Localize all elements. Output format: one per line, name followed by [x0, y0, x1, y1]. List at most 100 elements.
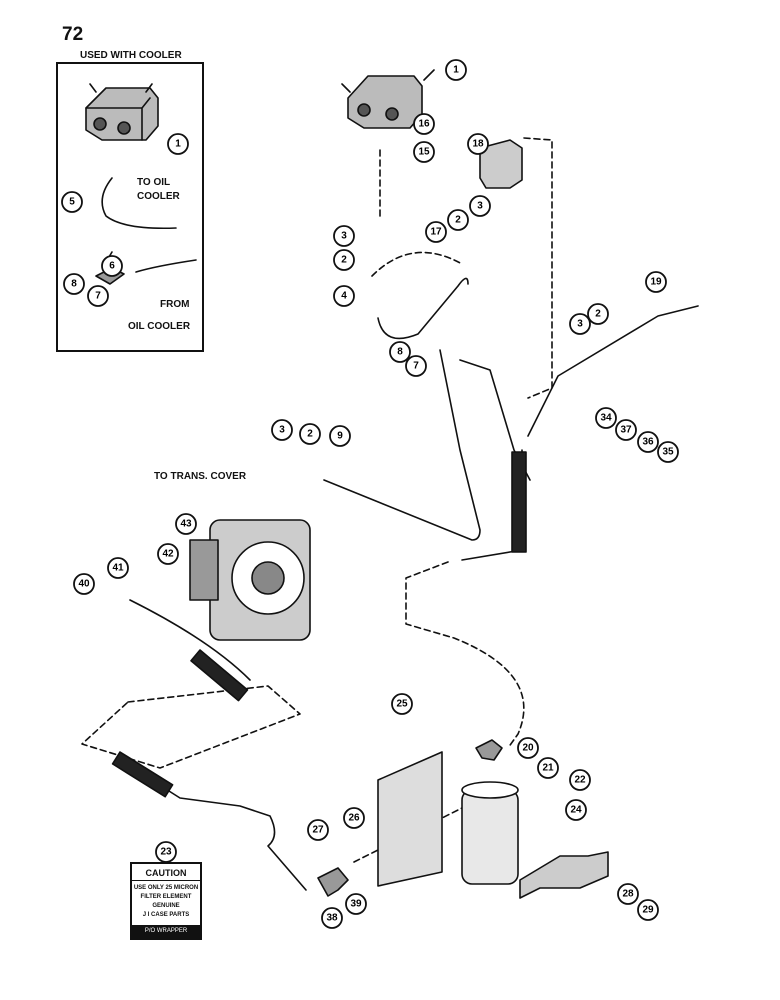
- caution-title: CAUTION: [132, 868, 200, 881]
- bracket-25-drawing: [377, 751, 443, 887]
- svg-text:38: 38: [326, 913, 338, 924]
- pump-43-drawing: [189, 519, 311, 641]
- callout-38: 38: [321, 907, 343, 929]
- svg-text:17: 17: [430, 227, 442, 238]
- callout-29: 29: [637, 899, 659, 921]
- callout-16: 16: [413, 113, 435, 135]
- svg-text:42: 42: [162, 549, 174, 560]
- svg-text:27: 27: [312, 825, 324, 836]
- inset-box: [56, 62, 204, 352]
- callout-6: 6: [101, 255, 123, 277]
- svg-text:2: 2: [307, 429, 313, 440]
- svg-text:21: 21: [542, 763, 554, 774]
- caution-line: J I CASE PARTS: [142, 912, 190, 918]
- callout-24: 24: [565, 799, 587, 821]
- svg-text:8: 8: [397, 347, 403, 358]
- callout-7-inset: 7: [87, 285, 109, 307]
- svg-text:3: 3: [477, 201, 483, 212]
- callout-26: 26: [343, 807, 365, 829]
- callout-9: 9: [329, 425, 351, 447]
- svg-text:28: 28: [622, 889, 634, 900]
- caution-line: GENUINE: [152, 903, 180, 909]
- inset-valve-drawing: [85, 83, 159, 141]
- callout-22: 22: [569, 769, 591, 791]
- callout-35: 35: [657, 441, 679, 463]
- callout-17: 17: [425, 221, 447, 243]
- svg-text:8: 8: [71, 279, 77, 290]
- callout-15: 15: [413, 141, 435, 163]
- svg-text:29: 29: [642, 905, 654, 916]
- filter-22-drawing: [461, 781, 519, 885]
- callout-42: 42: [157, 543, 179, 565]
- elbow-38-drawing: [317, 867, 349, 897]
- to-trans-cover-label: TO TRANS. COVER: [154, 471, 247, 482]
- callout-2c: 2: [587, 303, 609, 325]
- caution-footer: P/O WRAPPER: [132, 925, 200, 938]
- oil-cooler-label: OIL COOLER: [128, 321, 191, 332]
- inset-line-6: [135, 259, 197, 273]
- svg-text:40: 40: [78, 579, 90, 590]
- to-oil-cooler-label: TO OIL COOLER: [137, 177, 180, 202]
- svg-text:3: 3: [341, 231, 347, 242]
- tee-18-drawing: [479, 139, 523, 189]
- main-valve-drawing: [341, 69, 435, 129]
- callout-43: 43: [175, 513, 197, 535]
- svg-text:39: 39: [350, 899, 362, 910]
- svg-text:35: 35: [662, 447, 674, 458]
- callout-8-inset: 8: [63, 273, 85, 295]
- elbow-20-drawing: [475, 739, 503, 761]
- svg-text:2: 2: [341, 255, 347, 266]
- callout-41: 41: [107, 557, 129, 579]
- callout-37: 37: [615, 419, 637, 441]
- callout-8: 8: [389, 341, 411, 363]
- callout-1: 1: [445, 59, 467, 81]
- callout-3c: 3: [569, 313, 591, 335]
- inset-title: USED WITH COOLER: [80, 50, 182, 61]
- svg-text:41: 41: [112, 563, 124, 574]
- svg-text:2: 2: [455, 215, 461, 226]
- svg-text:1: 1: [453, 65, 459, 76]
- callout-34: 34: [595, 407, 617, 429]
- svg-text:16: 16: [418, 119, 430, 130]
- inset-line-5: [101, 177, 177, 230]
- callout-18: 18: [467, 133, 489, 155]
- callout-7: 7: [405, 355, 427, 377]
- caution-line: USE ONLY 25 MICRON: [133, 885, 199, 891]
- svg-text:18: 18: [472, 139, 484, 150]
- callout-1-inset: 1: [167, 133, 189, 155]
- svg-text:6: 6: [109, 261, 115, 272]
- callout-5: 5: [61, 191, 83, 213]
- callout-23: 23: [155, 841, 177, 863]
- svg-text:3: 3: [577, 319, 583, 330]
- svg-text:22: 22: [574, 775, 586, 786]
- callout-19: 19: [645, 271, 667, 293]
- callout-40: 40: [73, 573, 95, 595]
- callout-3a: 3: [469, 195, 491, 217]
- callout-2d: 2: [299, 423, 321, 445]
- callout-39: 39: [345, 893, 367, 915]
- svg-text:7: 7: [95, 291, 101, 302]
- svg-text:19: 19: [650, 277, 662, 288]
- svg-text:25: 25: [396, 699, 408, 710]
- callout-28: 28: [617, 883, 639, 905]
- svg-text:1: 1: [175, 139, 181, 150]
- callout-25: 25: [391, 693, 413, 715]
- svg-text:36: 36: [642, 437, 654, 448]
- clamp-24-drawing: [519, 851, 609, 899]
- caution-body: USE ONLY 25 MICRON FILTER ELEMENT GENUIN…: [132, 884, 200, 920]
- svg-text:9: 9: [337, 431, 343, 442]
- callout-3d: 3: [271, 419, 293, 441]
- svg-text:2: 2: [595, 309, 601, 320]
- callout-20: 20: [517, 737, 539, 759]
- from-label: FROM: [160, 299, 190, 310]
- svg-text:4: 4: [341, 291, 347, 302]
- callout-2a: 2: [447, 209, 469, 231]
- svg-text:23: 23: [160, 847, 172, 858]
- svg-text:34: 34: [600, 413, 612, 424]
- svg-text:20: 20: [522, 743, 534, 754]
- callout-21: 21: [537, 757, 559, 779]
- svg-text:7: 7: [413, 361, 419, 372]
- svg-text:15: 15: [418, 147, 430, 158]
- svg-text:24: 24: [570, 805, 582, 816]
